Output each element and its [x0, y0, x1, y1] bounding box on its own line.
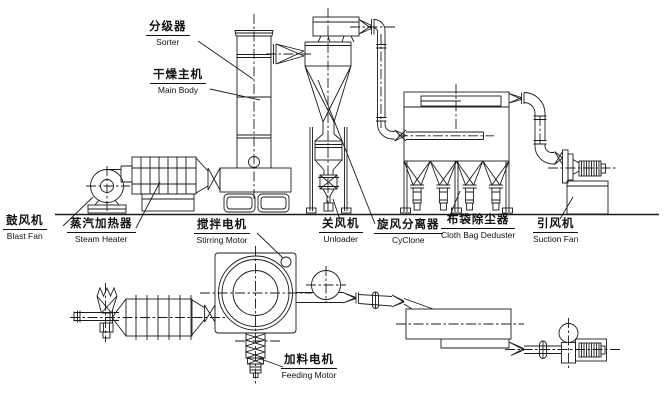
label-unloader-en: Unloader — [323, 234, 359, 245]
unloader-plan-drawing — [296, 270, 434, 310]
label-cyclone-zh: 旋风分离器 — [374, 219, 443, 235]
label-suction-fan-en: Suction Fan — [533, 234, 579, 245]
label-blast-fan-zh: 鼓风机 — [3, 215, 47, 231]
label-main-body: 干燥主机 Main Body — [150, 69, 206, 96]
label-stirring-motor-en: Stirring Motor — [196, 235, 248, 246]
label-steam-heater: 蒸汽加热器 Steam Heater — [67, 218, 136, 245]
label-steam-heater-en: Steam Heater — [75, 234, 128, 245]
label-unloader-zh: 关风机 — [319, 218, 363, 234]
label-feeding-motor-zh: 加料电机 — [281, 354, 337, 370]
label-cloth-bag-deduster-zh: 布袋除尘器 — [441, 214, 516, 230]
label-stirring-motor: 搅拌电机 Stirring Motor — [194, 219, 250, 246]
label-sorter-zh: 分级器 — [146, 21, 190, 37]
steam-heater-plan-drawing — [111, 295, 193, 340]
cloth-bag-deduster-drawing — [400, 91, 555, 214]
label-sorter-en: Sorter — [156, 37, 180, 48]
label-suction-fan: 引风机 Suction Fan — [533, 218, 579, 245]
label-cyclone-en: CyClone — [391, 235, 425, 246]
suction-fan-drawing — [554, 149, 609, 215]
label-feeding-motor-en: Feeding Motor — [281, 370, 337, 381]
label-feeding-motor: 加料电机 Feeding Motor — [281, 354, 337, 381]
label-cyclone: 旋风分离器 CyClone — [374, 219, 443, 246]
label-blast-fan: 鼓风机 Blast Fan — [3, 215, 47, 242]
label-steam-heater-zh: 蒸汽加热器 — [67, 218, 136, 234]
steam-heater-drawing — [131, 156, 221, 212]
label-main-body-en: Main Body — [157, 85, 199, 96]
leader-lines — [62, 40, 574, 368]
label-cloth-bag-deduster-en: Cloth Bag Deduster — [441, 230, 516, 241]
label-unloader: 关风机 Unloader — [319, 218, 363, 245]
feeder-drawing — [244, 332, 266, 378]
blast-fan-drawing — [87, 165, 132, 214]
dryer-plan-drawing — [191, 252, 297, 336]
deduster-plan-drawing — [405, 308, 607, 364]
label-main-body-zh: 干燥主机 — [150, 69, 206, 85]
main-body-drawing — [219, 30, 305, 213]
cyclone-drawing — [304, 16, 484, 142]
unloader-drawing — [306, 127, 352, 214]
label-blast-fan-en: Blast Fan — [6, 231, 43, 242]
label-sorter: 分级器 Sorter — [146, 21, 190, 48]
blast-fan-plan-drawing — [73, 286, 119, 339]
label-cloth-bag-deduster: 布袋除尘器 Cloth Bag Deduster — [441, 214, 516, 241]
label-stirring-motor-zh: 搅拌电机 — [194, 219, 250, 235]
label-suction-fan-zh: 引风机 — [533, 218, 579, 234]
